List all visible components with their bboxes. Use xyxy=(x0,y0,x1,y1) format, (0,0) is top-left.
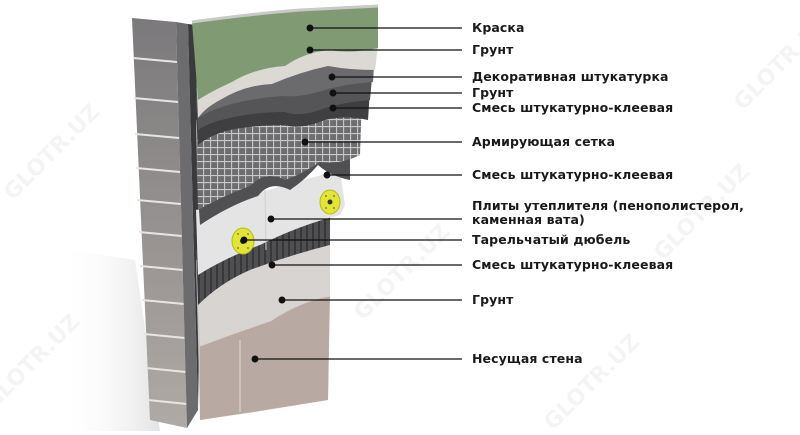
bearing-wall-side xyxy=(132,18,188,428)
label-insulation-line2: каменная вата) xyxy=(472,212,585,227)
label-decorative-plaster: Декоративная штукатурка xyxy=(472,69,669,84)
label-primer-2: Грунт xyxy=(472,85,514,100)
label-primer-1: Грунт xyxy=(472,42,514,57)
label-dowel: Тарельчатый дюбель xyxy=(472,232,631,247)
label-bearing-wall: Несущая стена xyxy=(472,351,583,366)
label-adhesive-3: Смесь штукатурно-клеевая xyxy=(472,257,674,272)
label-primer-3: Грунт xyxy=(472,292,514,307)
label-reinforcing-mesh: Армирующая сетка xyxy=(472,134,616,149)
leader-lines xyxy=(240,24,462,363)
label-insulation-line1: Плиты утеплителя (пенополистерол, xyxy=(472,198,745,213)
label-paint: Краска xyxy=(472,20,525,35)
label-adhesive-1: Смесь штукатурно-клеевая xyxy=(472,100,674,115)
label-adhesive-2: Смесь штукатурно-клеевая xyxy=(472,167,674,182)
